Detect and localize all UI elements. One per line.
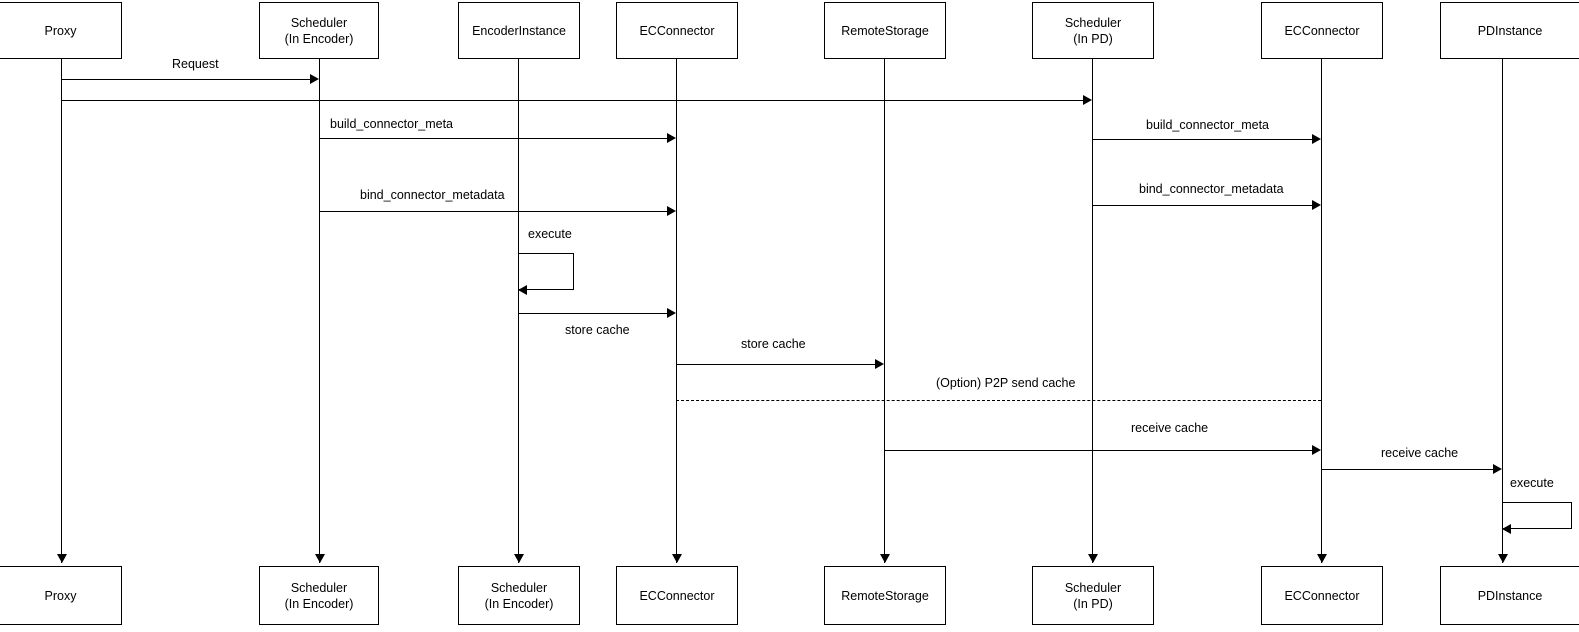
- message-arrow-build-connector-meta-right[interactable]: [1092, 139, 1312, 140]
- lifeline-ecconnector-left: [676, 59, 677, 563]
- participant-footer-remote-storage[interactable]: RemoteStorage: [824, 566, 946, 625]
- message-label-bind-connector-metadata-right: bind_connector_metadata: [1139, 182, 1284, 196]
- participant-footer-proxy[interactable]: Proxy: [0, 566, 122, 625]
- participant-label-line1: Proxy: [44, 588, 77, 603]
- message-arrow-store-cache-1[interactable]: [518, 313, 667, 314]
- message-arrow-proxy-to-sched-pd[interactable]: [61, 100, 1083, 101]
- selfcall-box-execute-pd[interactable]: [1502, 502, 1572, 529]
- lifeline-encoder-instance: [518, 59, 519, 563]
- arrowhead-lifeline-end-sched-enc: [315, 554, 325, 563]
- participant-label-line1: Scheduler: [1064, 580, 1122, 595]
- message-label-bind-connector-metadata-left: bind_connector_metadata: [360, 188, 505, 202]
- participant-label-line1: ECConnector: [639, 23, 715, 38]
- lifeline-pd-instance: [1502, 59, 1503, 563]
- lifeline-sched-enc: [319, 59, 320, 563]
- participant-label-line1: PDInstance: [1477, 23, 1543, 38]
- lifeline-remote-storage: [884, 59, 885, 563]
- participant-header-encoder-instance[interactable]: EncoderInstance: [458, 2, 580, 59]
- participant-label-line2: (In PD): [1073, 596, 1113, 611]
- participant-footer-ecconnector-left[interactable]: ECConnector: [616, 566, 738, 625]
- message-arrow-request[interactable]: [61, 79, 310, 80]
- message-label-build-connector-meta-right: build_connector_meta: [1146, 118, 1269, 132]
- participant-label-line2: (In Encoder): [484, 596, 554, 611]
- arrowhead-lifeline-end-sched-pd: [1088, 554, 1098, 563]
- arrowhead-proxy-to-sched-pd: [1083, 95, 1092, 105]
- message-label-build-connector-meta-left: build_connector_meta: [330, 117, 453, 131]
- participant-header-remote-storage[interactable]: RemoteStorage: [824, 2, 946, 59]
- participant-label-line1: Scheduler: [490, 580, 548, 595]
- message-label-execute-pd: execute: [1510, 476, 1554, 490]
- arrowhead-lifeline-end-ecconnector-left: [672, 554, 682, 563]
- participant-label-line2: (In PD): [1073, 31, 1113, 46]
- participant-header-proxy[interactable]: Proxy: [0, 2, 122, 59]
- participant-header-sched-enc[interactable]: Scheduler (In Encoder): [259, 2, 379, 59]
- message-arrow-receive-cache-1[interactable]: [884, 450, 1312, 451]
- arrowhead-bind-connector-metadata-left: [667, 206, 676, 216]
- participant-label-line1: PDInstance: [1477, 588, 1543, 603]
- message-label-store-cache-2: store cache: [741, 337, 806, 351]
- arrowhead-store-cache-2: [875, 359, 884, 369]
- arrowhead-lifeline-end-encoder-instance: [514, 554, 524, 563]
- message-label-store-cache-1: store cache: [565, 323, 630, 337]
- participant-label-line1: Proxy: [44, 23, 77, 38]
- message-arrow-build-connector-meta-left[interactable]: [319, 138, 667, 139]
- arrowhead-execute-encoder: [518, 285, 527, 295]
- participant-footer-ecconnector-right[interactable]: ECConnector: [1261, 566, 1383, 625]
- message-arrow-bind-connector-metadata-left[interactable]: [319, 211, 667, 212]
- message-arrow-bind-connector-metadata-right[interactable]: [1092, 205, 1312, 206]
- participant-label-line1: Scheduler: [290, 580, 348, 595]
- arrowhead-lifeline-end-proxy: [57, 554, 67, 563]
- arrowhead-receive-cache-1: [1312, 445, 1321, 455]
- participant-footer-sched-enc[interactable]: Scheduler (In Encoder): [259, 566, 379, 625]
- participant-footer-pd-instance[interactable]: PDInstance: [1440, 566, 1579, 625]
- participant-label-line1: ECConnector: [639, 588, 715, 603]
- participant-footer-encoder-instance[interactable]: Scheduler (In Encoder): [458, 566, 580, 625]
- selfcall-box-execute-encoder[interactable]: [518, 253, 574, 290]
- participant-label-line1: RemoteStorage: [841, 23, 929, 38]
- arrowhead-lifeline-end-pd-instance: [1498, 554, 1508, 563]
- participant-label-line1: ECConnector: [1284, 23, 1360, 38]
- arrowhead-lifeline-end-ecconnector-right: [1317, 554, 1327, 563]
- arrowhead-build-connector-meta-right: [1312, 134, 1321, 144]
- arrowhead-receive-cache-2: [1493, 464, 1502, 474]
- participant-header-sched-pd[interactable]: Scheduler (In PD): [1032, 2, 1154, 59]
- participant-label-line1: ECConnector: [1284, 588, 1360, 603]
- participant-label-line1: Scheduler: [290, 15, 348, 30]
- message-label-receive-cache-1: receive cache: [1131, 421, 1209, 435]
- message-label-execute-encoder: execute: [528, 227, 572, 241]
- message-arrow-p2p-send-cache[interactable]: [676, 400, 1321, 401]
- participant-footer-sched-pd[interactable]: Scheduler (In PD): [1032, 566, 1154, 625]
- lifeline-ecconnector-right: [1321, 59, 1322, 563]
- message-arrow-receive-cache-2[interactable]: [1321, 469, 1493, 470]
- participant-label-line2: (In Encoder): [284, 31, 354, 46]
- lifeline-proxy: [61, 59, 62, 563]
- participant-header-ecconnector-left[interactable]: ECConnector: [616, 2, 738, 59]
- lifeline-sched-pd: [1092, 59, 1093, 563]
- participant-label-line1: RemoteStorage: [841, 588, 929, 603]
- participant-label-line1: Scheduler: [1064, 15, 1122, 30]
- message-arrow-store-cache-2[interactable]: [676, 364, 875, 365]
- message-label-receive-cache-2: receive cache: [1381, 446, 1459, 460]
- message-label-p2p-send-cache: (Option) P2P send cache: [936, 376, 1076, 390]
- arrowhead-request: [310, 74, 319, 84]
- arrowhead-build-connector-meta-left: [667, 133, 676, 143]
- participant-label-line2: (In Encoder): [284, 596, 354, 611]
- participant-header-pd-instance[interactable]: PDInstance: [1440, 2, 1579, 59]
- participant-header-ecconnector-right[interactable]: ECConnector: [1261, 2, 1383, 59]
- arrowhead-execute-pd: [1502, 524, 1511, 534]
- arrowhead-bind-connector-metadata-right: [1312, 200, 1321, 210]
- message-label-request: Request: [172, 57, 219, 71]
- arrowhead-store-cache-1: [667, 308, 676, 318]
- arrowhead-lifeline-end-remote-storage: [880, 554, 890, 563]
- participant-label-line1: EncoderInstance: [472, 23, 566, 38]
